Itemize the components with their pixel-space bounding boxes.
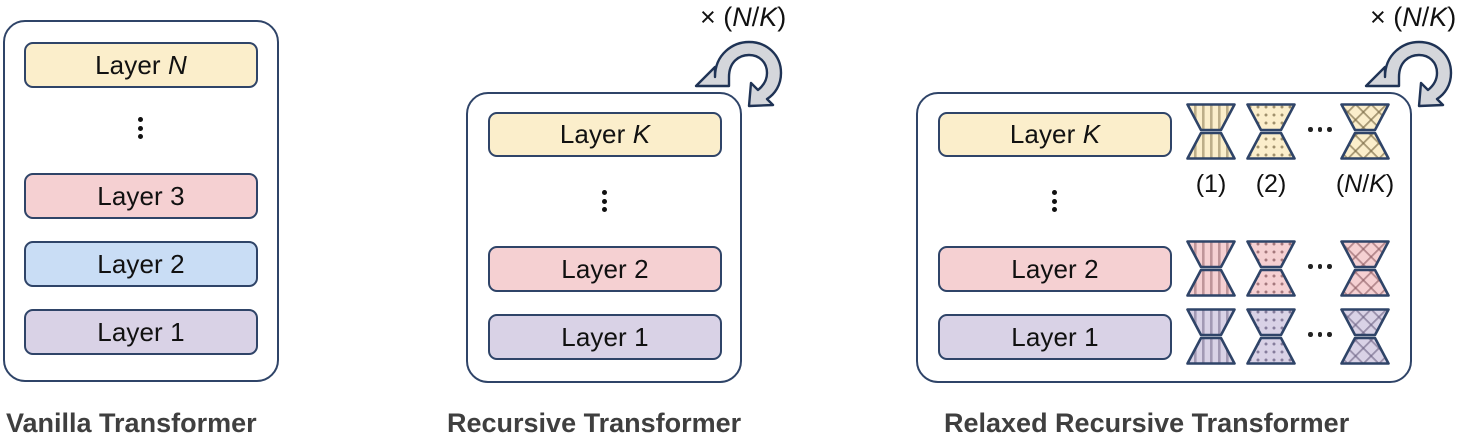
vertical-ellipsis-icon <box>601 190 607 212</box>
layer-label: Layer 2 <box>1011 253 1099 284</box>
vertical-ellipsis-icon <box>137 117 143 139</box>
layer-box-vanilla-3[interactable]: Layer 3 <box>24 173 258 219</box>
adapter-hourglass-K-2[interactable] <box>1246 103 1296 160</box>
loop-arrow-icon <box>693 36 789 108</box>
layer-label: Layer K <box>559 119 651 149</box>
adapter-hourglass-2-2[interactable] <box>1246 240 1296 297</box>
adapter-caption-1: (1) <box>1195 170 1227 198</box>
adapter-ellipsis-icon-K <box>1308 127 1332 132</box>
panel-caption-vanilla: Vanilla Transformer <box>6 408 257 438</box>
adapter-hourglass-1-1[interactable] <box>1186 308 1236 365</box>
panel-caption-recursive: Recursive Transformer <box>447 408 742 438</box>
layer-label: Layer N <box>95 49 187 80</box>
layer-box-recursive-1[interactable]: Layer 1 <box>488 314 722 360</box>
adapter-caption-nk: (N/K) <box>1335 170 1395 198</box>
adapter-ellipsis-icon-2 <box>1308 264 1332 269</box>
adapter-hourglass-K-1[interactable] <box>1186 103 1236 160</box>
layer-label: Layer 3 <box>97 180 185 211</box>
panel-caption-relaxed: Relaxed Recursive Transformer <box>944 408 1350 438</box>
layer-box-vanilla-2[interactable]: Layer 2 <box>24 241 258 287</box>
layer-label: Layer 2 <box>97 248 185 279</box>
adapter-hourglass-1-2[interactable] <box>1246 308 1296 365</box>
adapter-ellipsis-icon-1 <box>1308 332 1332 337</box>
relaxed-multiplier-label: × (N/K) <box>1370 2 1457 32</box>
adapter-caption-2: (2) <box>1255 170 1287 198</box>
loop-arrow-icon <box>1363 36 1459 108</box>
layer-box-vanilla-N[interactable]: Layer N <box>24 42 258 88</box>
layer-box-relaxed-2[interactable]: Layer 2 <box>938 246 1172 292</box>
layer-box-recursive-2[interactable]: Layer 2 <box>488 246 722 292</box>
adapter-hourglass-2-NK[interactable] <box>1340 240 1390 297</box>
recursive-multiplier-label: × (N/K) <box>700 2 787 32</box>
layer-label: Layer 2 <box>561 253 649 284</box>
adapter-hourglass-K-NK[interactable] <box>1340 103 1390 160</box>
adapter-hourglass-2-1[interactable] <box>1186 240 1236 297</box>
vertical-ellipsis-icon <box>1051 190 1057 212</box>
layer-label: Layer K <box>1009 119 1101 149</box>
layer-label: Layer 1 <box>1011 321 1099 352</box>
layer-box-recursive-K[interactable]: Layer K <box>488 112 722 157</box>
layer-box-relaxed-K[interactable]: Layer K <box>938 112 1172 157</box>
layer-label: Layer 1 <box>97 316 185 347</box>
layer-box-relaxed-1[interactable]: Layer 1 <box>938 314 1172 360</box>
layer-box-vanilla-1[interactable]: Layer 1 <box>24 309 258 355</box>
adapter-hourglass-1-NK[interactable] <box>1340 308 1390 365</box>
layer-label: Layer 1 <box>561 321 649 352</box>
